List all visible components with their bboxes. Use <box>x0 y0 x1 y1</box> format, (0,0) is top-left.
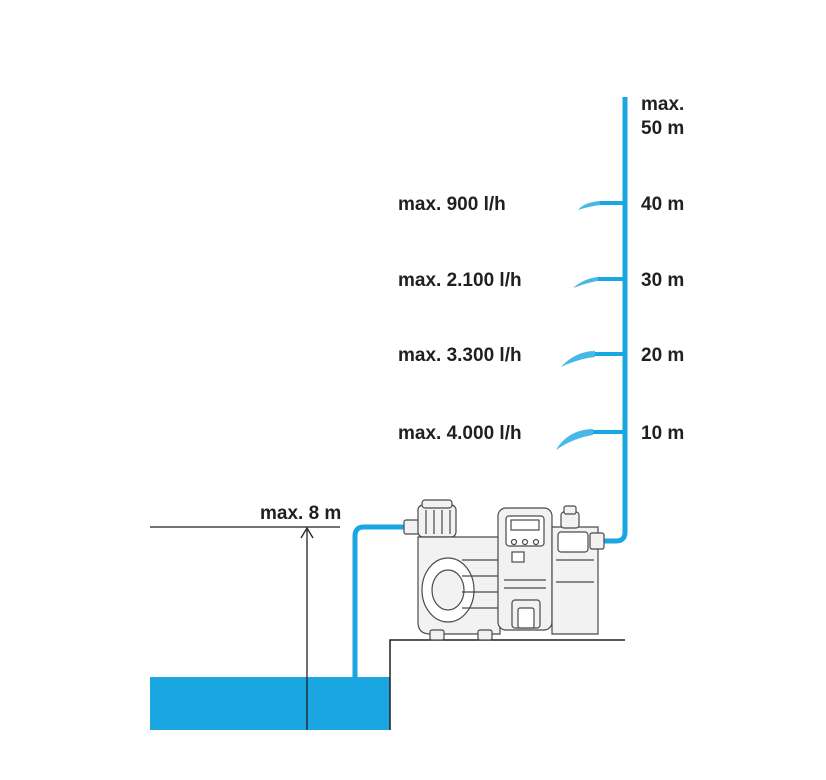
outlet-30m <box>573 277 625 288</box>
water-reservoir <box>150 677 390 730</box>
water-spray-icon <box>573 277 598 288</box>
outlet-20m <box>561 351 625 367</box>
suction-height-label: max. 8 m <box>260 503 341 524</box>
outlet-40m <box>578 201 625 210</box>
suction-pipe <box>352 524 411 680</box>
ground-step <box>389 639 625 730</box>
height-label-10m: 10 m <box>641 423 684 444</box>
delivery-pipe <box>604 97 628 544</box>
height-label-20m: 20 m <box>641 345 684 366</box>
height-label-40m: 40 m <box>641 194 684 215</box>
max-head-label-line1: max. <box>641 94 684 115</box>
flow-label-20m: max. 3.300 l/h <box>398 345 522 366</box>
pump-illustration <box>403 499 605 641</box>
height-label-30m: 30 m <box>641 270 684 291</box>
flow-label-10m: max. 4.000 l/h <box>398 423 522 444</box>
outlet-10m <box>556 429 625 450</box>
suction-arrow-head <box>300 526 314 539</box>
flow-label-30m: max. 2.100 l/h <box>398 270 522 291</box>
flow-label-40m: max. 900 l/h <box>398 194 506 215</box>
water-spray-icon <box>561 351 595 367</box>
max-head-label-line2: 50 m <box>641 118 684 139</box>
water-spray-icon <box>556 429 593 450</box>
water-spray-icon <box>578 201 600 210</box>
